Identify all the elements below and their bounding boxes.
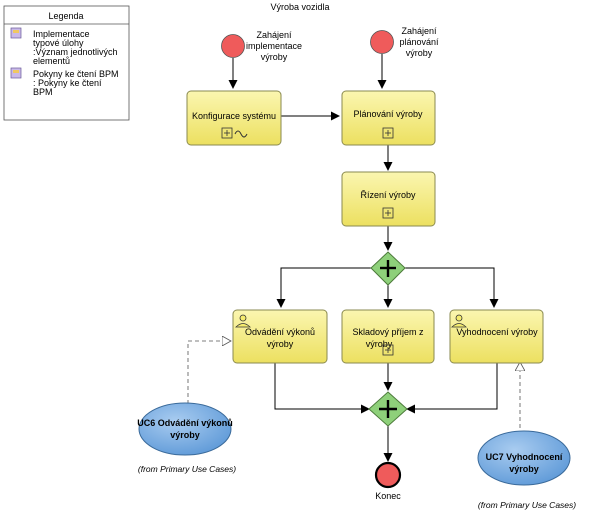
end-event-label: Konec — [375, 491, 401, 501]
task-planovani[interactable]: Plánování výroby — [341, 90, 436, 146]
use-case-uc7-label: výroby — [509, 464, 539, 474]
legend-title: Legenda — [48, 11, 83, 21]
start-event-plan-label: výroby — [406, 48, 433, 58]
subprocess-marker-icon — [382, 127, 394, 139]
user-task-icon — [451, 314, 467, 328]
legend-item-line: Pokyny ke čtení BPM — [33, 69, 119, 79]
use-case-uc6[interactable]: UC6 Odvádění výkonů výroby — [137, 402, 233, 456]
use-case-uc6-label: výroby — [170, 430, 200, 440]
task-skladovy[interactable]: Skladový příjem z výroby — [341, 309, 435, 364]
start-event-plan-label: plánování — [399, 37, 439, 47]
start-event-plan[interactable] — [370, 30, 394, 54]
start-event-impl-label: implementace — [246, 41, 302, 51]
legend-item-line: elementů — [33, 56, 70, 66]
task-konfigurace[interactable]: Konfigurace systému — [186, 90, 282, 146]
use-case-uc7[interactable]: UC7 Vyhodnocení výroby — [477, 430, 571, 486]
task-skladovy-label: Skladový příjem z — [352, 327, 424, 337]
flow-gateway-to-odvadeni — [276, 267, 371, 308]
task-vyhodnoceni[interactable]: Vyhodnocení výroby — [449, 309, 544, 364]
legend-item-line: : Pokyny ke čtení — [33, 78, 102, 88]
subprocess-marker-icon — [382, 207, 394, 219]
end-event[interactable] — [374, 461, 402, 489]
task-rizeni[interactable]: Řízení výroby — [341, 171, 436, 227]
use-case-uc7-note: (from Primary Use Cases) — [478, 500, 576, 510]
legend-item-line: :Význam jednotlivých — [33, 47, 118, 57]
use-case-uc6-label: UC6 Odvádění výkonů — [137, 418, 233, 428]
task-planovani-label: Plánování výroby — [353, 109, 423, 119]
task-odvadeni-label: Odvádění výkonů — [245, 327, 315, 337]
user-task-icon — [235, 314, 251, 328]
task-odvadeni-label: výroby — [267, 339, 294, 349]
task-vyhodnoceni-label: Vyhodnocení výroby — [456, 327, 538, 337]
legend-item-icon — [10, 67, 22, 79]
flow-gateway-to-vyhodnoceni — [405, 267, 499, 308]
start-event-impl-label: výroby — [261, 52, 288, 62]
legend: Legenda Implementace typové úlohy :Význa… — [3, 5, 130, 121]
task-konfigurace-label: Konfigurace systému — [192, 111, 276, 121]
loop-marker-icon — [234, 130, 248, 138]
use-case-uc7-label: UC7 Vyhodnocení — [486, 452, 563, 462]
legend-item-line: BPM — [33, 87, 53, 97]
legend-item-line: typové úlohy — [33, 38, 84, 48]
start-event-plan-label: Zahájení — [401, 26, 437, 36]
parallel-gateway-join[interactable] — [368, 391, 408, 427]
flow-odvadeni-to-join — [274, 358, 370, 414]
parallel-gateway-split[interactable] — [370, 251, 406, 286]
subprocess-marker-icon — [382, 344, 394, 356]
start-event-impl[interactable] — [221, 34, 245, 58]
task-odvadeni[interactable]: Odvádění výkonů výroby — [232, 309, 328, 364]
link-uc6-to-odvadeni — [187, 341, 231, 404]
realization-links — [187, 341, 520, 428]
sequence-flows — [228, 54, 499, 462]
use-case-uc6-note: (from Primary Use Cases) — [138, 464, 236, 474]
flow-vyhodnoceni-to-join — [406, 358, 498, 414]
start-event-impl-label: Zahájení — [256, 30, 292, 40]
legend-item-icon — [10, 27, 22, 39]
task-rizeni-label: Řízení výroby — [360, 190, 416, 200]
legend-item-line: Implementace — [33, 29, 90, 39]
diagram-title: Výroba vozidla — [270, 2, 329, 12]
subprocess-marker-icon — [221, 127, 233, 139]
task-skladovy-label: výroby — [366, 339, 393, 349]
